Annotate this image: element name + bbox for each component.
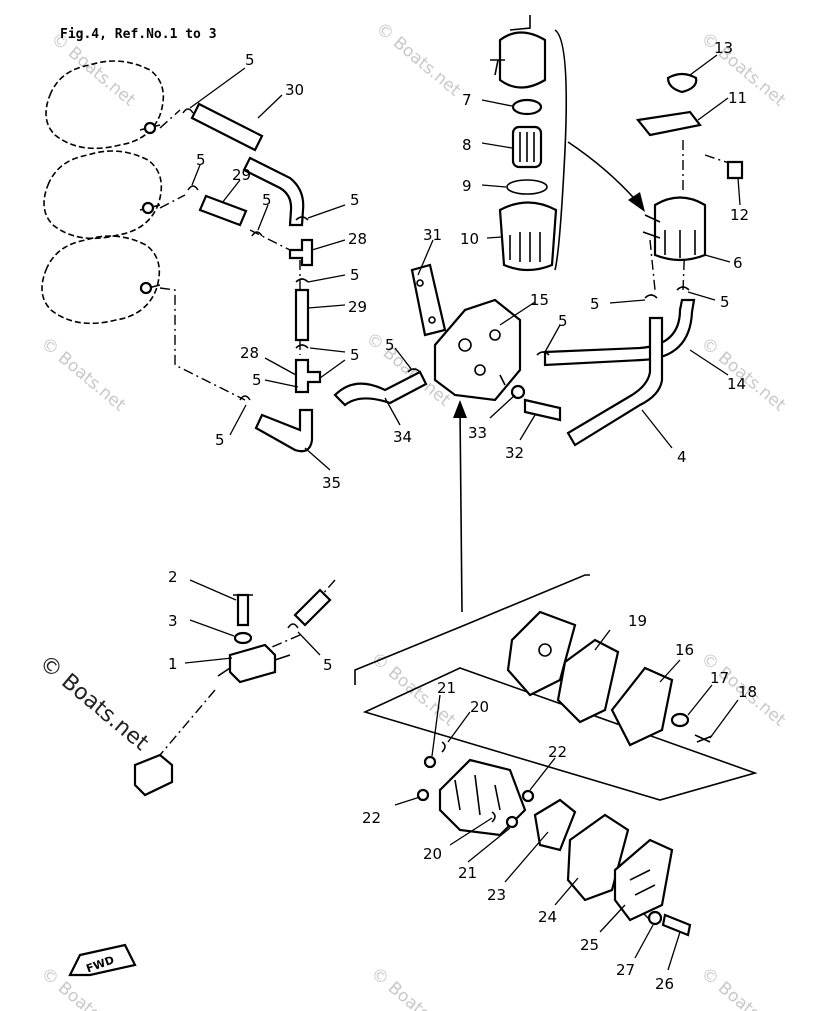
watermarks: © Boats.net © Boats.net © Boats.net © Bo… — [34, 19, 789, 1011]
callout-7: 7 — [462, 91, 472, 109]
hose-30b — [242, 156, 305, 227]
callout-labels: 5 30 5 29 5 5 28 5 29 5 28 5 5 35 34 5 3… — [168, 39, 757, 993]
watermark: © Boats.net — [367, 964, 460, 1011]
callout-21: 21 — [437, 679, 456, 697]
callout-1: 1 — [168, 655, 178, 673]
callout-5: 5 — [720, 293, 730, 311]
callout-10: 10 — [460, 230, 479, 248]
hose-lower — [293, 588, 332, 627]
callout-8: 8 — [462, 136, 472, 154]
callout-5: 5 — [215, 431, 225, 449]
tee-joint-upper — [288, 238, 314, 267]
hose-14 — [543, 298, 696, 367]
callout-5: 5 — [385, 336, 395, 354]
watermark-main: © Boats.net — [34, 650, 153, 756]
callout-5: 5 — [590, 295, 600, 313]
hose-30a — [190, 102, 264, 152]
callout-15: 15 — [530, 291, 549, 309]
callout-31: 31 — [423, 226, 442, 244]
gasket-31 — [410, 263, 447, 337]
carburetor-stack — [41, 60, 165, 325]
callout-6: 6 — [733, 254, 743, 272]
callout-29: 29 — [232, 166, 251, 184]
callout-32: 32 — [505, 444, 524, 462]
part-16 — [610, 666, 674, 747]
pump-exploded — [416, 610, 713, 937]
hose-29a — [198, 194, 248, 227]
callout-2: 2 — [168, 568, 178, 586]
filter-assembly — [635, 72, 744, 262]
callout-25: 25 — [580, 936, 599, 954]
callout-16: 16 — [675, 641, 694, 659]
callout-30: 30 — [285, 81, 304, 99]
callout-5: 5 — [252, 371, 262, 389]
leader-lines — [184, 54, 741, 971]
callout-27: 27 — [616, 961, 635, 979]
callout-13: 13 — [714, 39, 733, 57]
callout-28: 28 — [240, 344, 259, 362]
callout-3: 3 — [168, 612, 178, 630]
hose-29b — [294, 288, 310, 342]
callout-19: 19 — [628, 612, 647, 630]
hose-35 — [254, 408, 314, 453]
callout-17: 17 — [710, 669, 729, 687]
fwd-arrow-icon: FWD — [68, 943, 137, 977]
hoses — [190, 102, 696, 627]
tee-joint-lower — [294, 358, 322, 394]
figure-caption: Fig.4, Ref.No.1 to 3 — [60, 27, 217, 42]
callout-9: 9 — [462, 177, 472, 195]
filter-exploded — [490, 15, 568, 272]
callout-24: 24 — [538, 908, 557, 926]
callout-4: 4 — [677, 448, 687, 466]
callout-29: 29 — [348, 298, 367, 316]
part-valve-body — [506, 610, 577, 697]
callout-5: 5 — [323, 656, 333, 674]
callout-5: 5 — [350, 346, 360, 364]
callout-33: 33 — [468, 424, 487, 442]
callout-14: 14 — [727, 375, 746, 393]
part-24 — [566, 813, 630, 902]
part-25 — [613, 838, 674, 922]
watermark: © Boats.net — [697, 964, 790, 1011]
callout-5: 5 — [350, 191, 360, 209]
callout-18: 18 — [738, 683, 757, 701]
callout-28: 28 — [348, 230, 367, 248]
callout-5: 5 — [262, 191, 272, 209]
callout-5: 5 — [558, 312, 568, 330]
callout-11: 11 — [728, 89, 747, 107]
callout-5: 5 — [350, 266, 360, 284]
hose-4 — [566, 316, 664, 447]
callout-20: 20 — [470, 698, 489, 716]
callout-35: 35 — [322, 474, 341, 492]
callout-26: 26 — [655, 975, 674, 993]
watermark: © Boats.net — [37, 334, 130, 416]
callout-22: 22 — [548, 743, 567, 761]
hose-34 — [333, 370, 428, 407]
callout-12: 12 — [730, 206, 749, 224]
fuel-joint — [133, 593, 291, 797]
callout-21: 21 — [458, 864, 477, 882]
callout-34: 34 — [393, 428, 412, 446]
part-23 — [533, 798, 577, 852]
callout-22: 22 — [362, 809, 381, 827]
callout-5: 5 — [245, 51, 255, 69]
part-19 — [556, 638, 620, 724]
callout-5: 5 — [196, 151, 206, 169]
fuel-pump — [410, 263, 562, 422]
callout-23: 23 — [487, 886, 506, 904]
callout-20: 20 — [423, 845, 442, 863]
watermark: © Boats.net — [372, 19, 465, 101]
